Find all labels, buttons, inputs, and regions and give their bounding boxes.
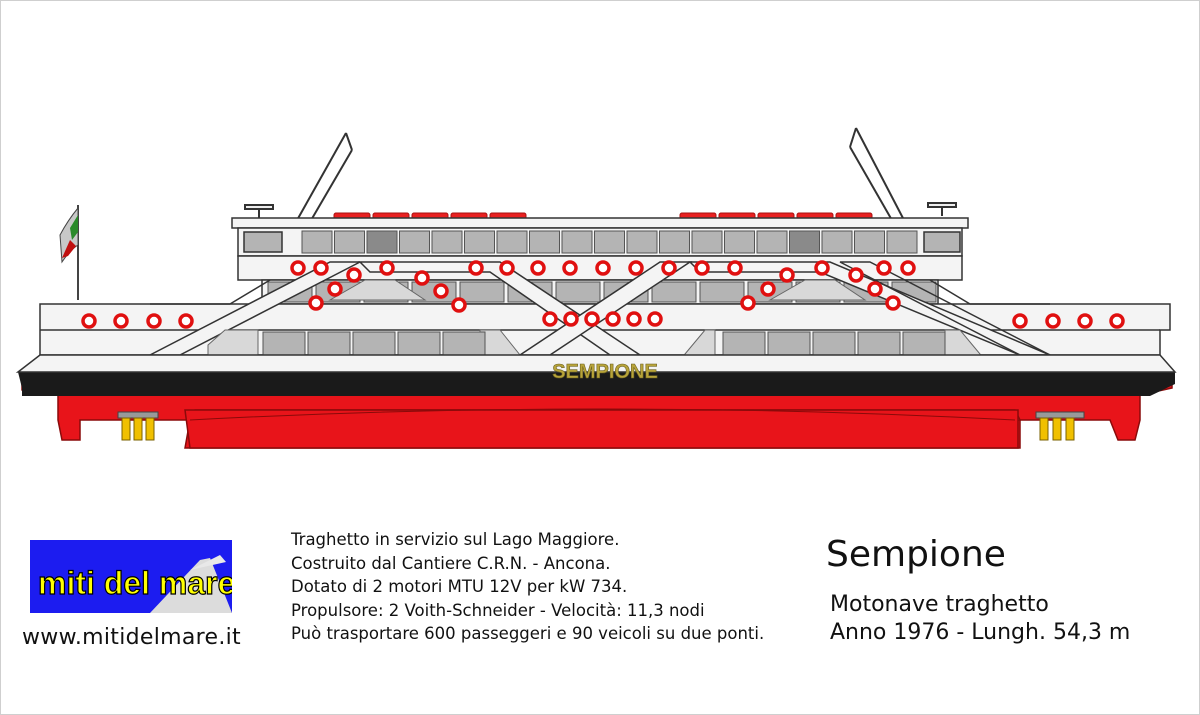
window [902, 331, 946, 359]
propeller-icon [117, 411, 1085, 441]
window [651, 281, 697, 303]
lifebuoy-icon [346, 267, 362, 283]
lifebuoy-icon [327, 281, 343, 297]
lifebuoy-icon [113, 313, 129, 329]
lifebuoy-icon [433, 283, 449, 299]
description-line: Traghetto in servizio sul Lago Maggiore. [291, 530, 620, 549]
description-line: Propulsore: 2 Voith-Schneider - Velocità… [291, 600, 705, 620]
lifebuoy-icon [1077, 313, 1093, 329]
lifebuoy-icon [885, 295, 901, 311]
lifebuoy-icon [1012, 313, 1028, 329]
window [691, 230, 723, 254]
lifebuoy-icon [740, 295, 756, 311]
window [399, 230, 430, 254]
flag-icon [59, 205, 79, 300]
description-line: Costruito dal Cantiere C.R.N. - Ancona. [291, 553, 611, 573]
lifebuoy-icon [814, 260, 830, 276]
window [659, 230, 690, 254]
lifebuoy-icon [290, 260, 306, 276]
hull-name-label: SEMPIONE [552, 361, 658, 383]
window [722, 331, 766, 359]
window [352, 331, 396, 359]
lifebuoy-icon [694, 260, 710, 276]
lifebuoy-icon [760, 281, 776, 297]
lifebuoy-icon [308, 295, 324, 311]
lifebuoy-icon [468, 260, 484, 276]
lifebuoy-icon [647, 311, 663, 327]
window [857, 331, 901, 359]
lifebuoy-icon [867, 281, 883, 297]
window [594, 230, 625, 254]
lifebuoy-icon [661, 260, 677, 276]
lifebuoy-icon [563, 311, 579, 327]
lifebuoy-icon [379, 260, 395, 276]
window [459, 281, 505, 303]
upper-window-row [301, 230, 918, 254]
lifebuoy-group [81, 260, 1125, 329]
lifebuoy-icon [727, 260, 743, 276]
ship-name-title: Sempione [826, 534, 1006, 575]
lifebuoy-icon [848, 267, 864, 283]
window [464, 230, 495, 254]
radar-antennas [244, 202, 957, 218]
lifebuoy-icon [628, 260, 644, 276]
lifebuoy-icon [562, 260, 578, 276]
ship-type: Motonave traghetto [830, 592, 1049, 617]
lifebuoy-icon [178, 313, 194, 329]
website-url: www.mitidelmare.it [22, 625, 241, 650]
ship-year-length: Anno 1976 - Lungh. 54,3 m [830, 620, 1131, 645]
window [886, 230, 918, 254]
lifebuoy-icon [530, 260, 546, 276]
lifebuoy-icon [595, 260, 611, 276]
logo-text: miti del mare [38, 565, 232, 601]
lifebuoy-icon [414, 270, 430, 286]
lifebuoy-icon [499, 260, 515, 276]
window [366, 230, 398, 254]
window [767, 331, 811, 359]
window [756, 230, 788, 254]
window [307, 331, 351, 359]
lifebuoy-icon [313, 260, 329, 276]
description-line: Può trasportare 600 passeggeri e 90 veic… [291, 624, 765, 643]
window [262, 331, 306, 359]
gray-panels [207, 279, 987, 361]
window [854, 230, 885, 254]
lifebuoy-icon [146, 313, 162, 329]
description-line: Dotato di 2 motori MTU 12V per kW 734. [291, 577, 628, 596]
lifebuoy-icon [451, 297, 467, 313]
window [561, 230, 593, 254]
lifebuoy-icon [81, 313, 97, 329]
window [626, 230, 658, 254]
window [397, 331, 441, 359]
lifebuoy-icon [542, 311, 558, 327]
window [699, 281, 745, 303]
window [431, 230, 463, 254]
lifebuoy-icon [1045, 313, 1061, 329]
lifebuoy-icon [900, 260, 916, 276]
window [496, 230, 528, 254]
hull [15, 354, 1177, 449]
window [442, 331, 486, 359]
masts [295, 127, 906, 223]
logo: miti del mare [30, 540, 232, 613]
window [334, 230, 365, 254]
window [812, 331, 856, 359]
lifebuoy-icon [584, 311, 600, 327]
lifebuoy-icon [1109, 313, 1125, 329]
lower-window-row [262, 331, 946, 359]
window [821, 230, 853, 254]
lifebuoy-icon [876, 260, 892, 276]
lifebuoy-icon [779, 267, 795, 283]
ship-profile-drawing: SEMPIONE [15, 127, 1177, 449]
ship-description: Traghetto in servizio sul Lago Maggiore.… [291, 528, 764, 646]
window [529, 230, 560, 254]
side-truss [149, 261, 1051, 356]
logo-graphic: miti del mare [30, 540, 232, 613]
window [724, 230, 755, 254]
window [555, 281, 601, 303]
lifebuoy-icon [605, 311, 621, 327]
window [789, 230, 820, 254]
window [301, 230, 333, 254]
lifebuoy-icon [626, 311, 642, 327]
